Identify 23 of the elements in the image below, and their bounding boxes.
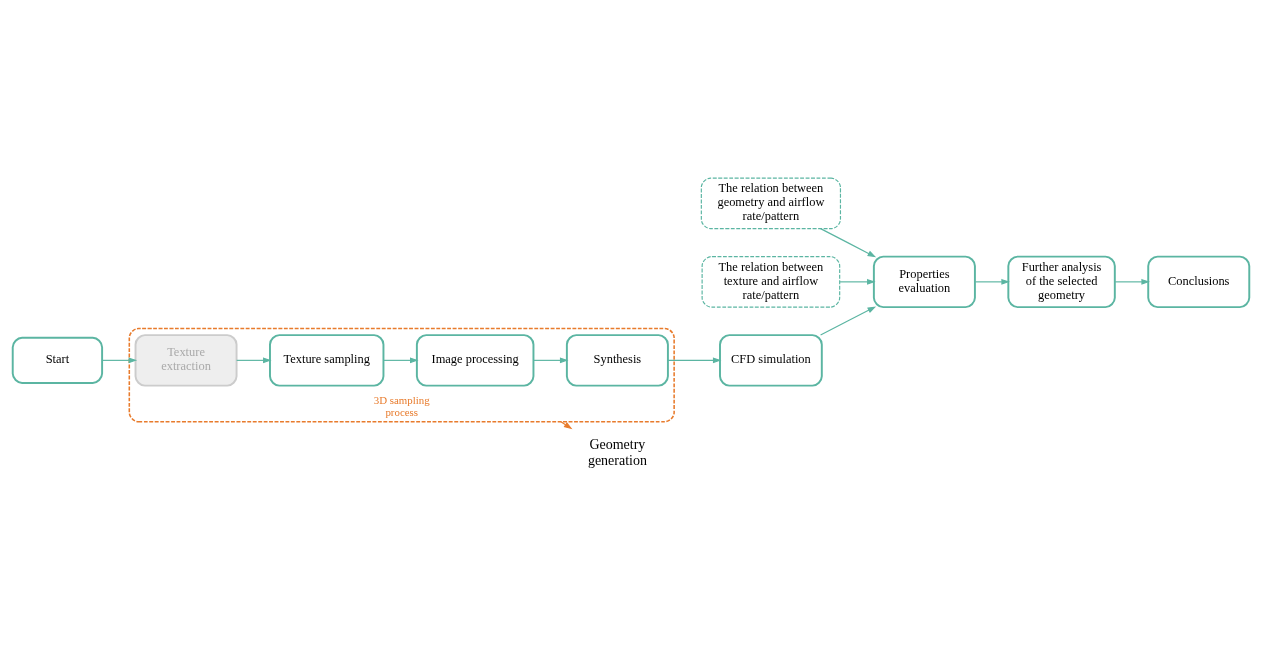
node-box: Texture sampling <box>269 333 385 387</box>
arrow <box>820 227 877 257</box>
node-box: Conclusions <box>1147 255 1251 308</box>
node-text: Geometry generation <box>587 436 647 468</box>
arrow <box>820 305 877 336</box>
node-box: The relation between texture and airflow rate/pattern <box>701 255 841 308</box>
node-box: Texture extraction <box>134 333 238 387</box>
node-box: Synthesis <box>565 333 669 387</box>
arrow <box>383 356 419 363</box>
arrow <box>1114 278 1150 285</box>
node-box: Properties evaluation <box>872 255 976 308</box>
node-box: CFD simulation <box>719 333 823 387</box>
arrow <box>560 420 573 429</box>
node-box: Start <box>11 336 104 384</box>
arrow <box>533 356 569 363</box>
arrow <box>101 356 138 363</box>
arrow <box>667 356 722 363</box>
arrow <box>839 278 876 285</box>
node-box: Image processing <box>415 333 535 387</box>
arrow <box>236 356 272 363</box>
node-box: The relation between geometry and airflow rate/pattern <box>700 177 842 229</box>
arrow <box>974 278 1010 285</box>
node-box: Further analysis of the selected geometry <box>1007 255 1116 308</box>
